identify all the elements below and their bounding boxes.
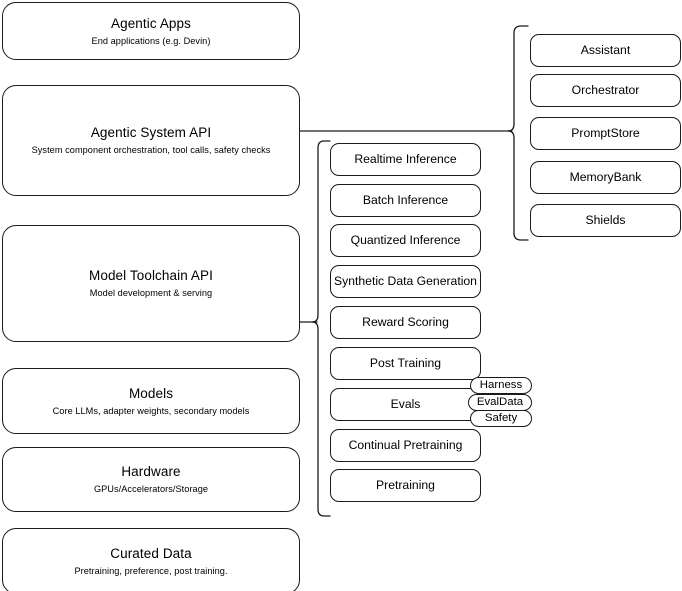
- toolchain-item-realtime-inference[interactable]: Realtime Inference: [330, 143, 481, 176]
- toolchain-item-quantized-inference[interactable]: Quantized Inference: [330, 224, 481, 257]
- agentic-item-label: Assistant: [580, 43, 631, 57]
- eval-pill-label: Safety: [484, 412, 518, 424]
- layer-model-toolchain-api[interactable]: Model Toolchain API Model development & …: [2, 225, 300, 342]
- model-toolchain-brace: [311, 140, 331, 517]
- layer-agentic-apps[interactable]: Agentic Apps End applications (e.g. Devi…: [2, 2, 300, 60]
- layer-curated-data[interactable]: Curated Data Pretraining, preference, po…: [2, 528, 300, 591]
- agentic-item-label: Shields: [585, 213, 626, 227]
- layer-title: Hardware: [121, 464, 181, 479]
- agentic-item-promptstore[interactable]: PromptStore: [530, 117, 681, 150]
- layer-agentic-system-api[interactable]: Agentic System API System component orch…: [2, 85, 300, 196]
- toolchain-item-evals[interactable]: Evals: [330, 388, 481, 421]
- layer-title: Agentic System API: [90, 125, 212, 140]
- layer-subtitle: End applications (e.g. Devin): [91, 35, 211, 46]
- toolchain-item-post-training[interactable]: Post Training: [330, 347, 481, 380]
- layer-title: Curated Data: [110, 545, 192, 561]
- toolchain-item-label: Quantized Inference: [350, 233, 461, 247]
- eval-pill-label: Harness: [479, 379, 523, 391]
- toolchain-item-pretraining[interactable]: Pretraining: [330, 469, 481, 502]
- toolchain-item-reward-scoring[interactable]: Reward Scoring: [330, 306, 481, 339]
- toolchain-item-label: Synthetic Data Generation: [334, 274, 477, 288]
- layer-subtitle: Pretraining, preference, post training.: [74, 565, 228, 576]
- agentic-system-brace: [507, 25, 529, 241]
- toolchain-item-label: Continual Pretraining: [348, 438, 463, 452]
- agentic-item-shields[interactable]: Shields: [530, 204, 681, 237]
- layer-title: Models: [128, 385, 174, 401]
- toolchain-item-synthetic-data-generation[interactable]: Synthetic Data Generation: [330, 265, 481, 298]
- eval-pill-safety[interactable]: Safety: [470, 410, 532, 427]
- toolchain-item-batch-inference[interactable]: Batch Inference: [330, 184, 481, 217]
- toolchain-item-label: Evals: [390, 397, 421, 411]
- toolchain-item-label: Realtime Inference: [354, 152, 457, 166]
- toolchain-item-label: Post Training: [369, 356, 442, 370]
- eval-pill-harness[interactable]: Harness: [470, 377, 532, 394]
- layer-models[interactable]: Models Core LLMs, adapter weights, secon…: [2, 368, 300, 434]
- agentic-item-orchestrator[interactable]: Orchestrator: [530, 74, 681, 107]
- toolchain-item-label: Batch Inference: [362, 193, 449, 207]
- toolchain-item-label: Reward Scoring: [362, 315, 449, 329]
- layer-title: Model Toolchain API: [89, 268, 213, 283]
- eval-pill-evaldata[interactable]: EvalData: [468, 394, 532, 411]
- toolchain-item-continual-pretraining[interactable]: Continual Pretraining: [330, 429, 481, 462]
- layer-subtitle: Model development & serving: [89, 288, 213, 298]
- layer-title: Agentic Apps: [110, 15, 191, 31]
- layer-subtitle: GPUs/Accelerators/Storage: [93, 484, 209, 494]
- agentic-item-label: Orchestrator: [571, 83, 640, 97]
- layer-subtitle: System component orchestration, tool cal…: [31, 145, 271, 155]
- agentic-item-assistant[interactable]: Assistant: [530, 34, 681, 67]
- agentic-item-memorybank[interactable]: MemoryBank: [530, 161, 681, 194]
- agentic-item-label: PromptStore: [571, 126, 640, 140]
- layer-hardware[interactable]: Hardware GPUs/Accelerators/Storage: [2, 447, 300, 512]
- agentic-item-label: MemoryBank: [569, 170, 642, 184]
- eval-pill-label: EvalData: [476, 396, 524, 408]
- toolchain-item-label: Pretraining: [376, 478, 435, 492]
- layer-subtitle: Core LLMs, adapter weights, secondary mo…: [52, 405, 250, 416]
